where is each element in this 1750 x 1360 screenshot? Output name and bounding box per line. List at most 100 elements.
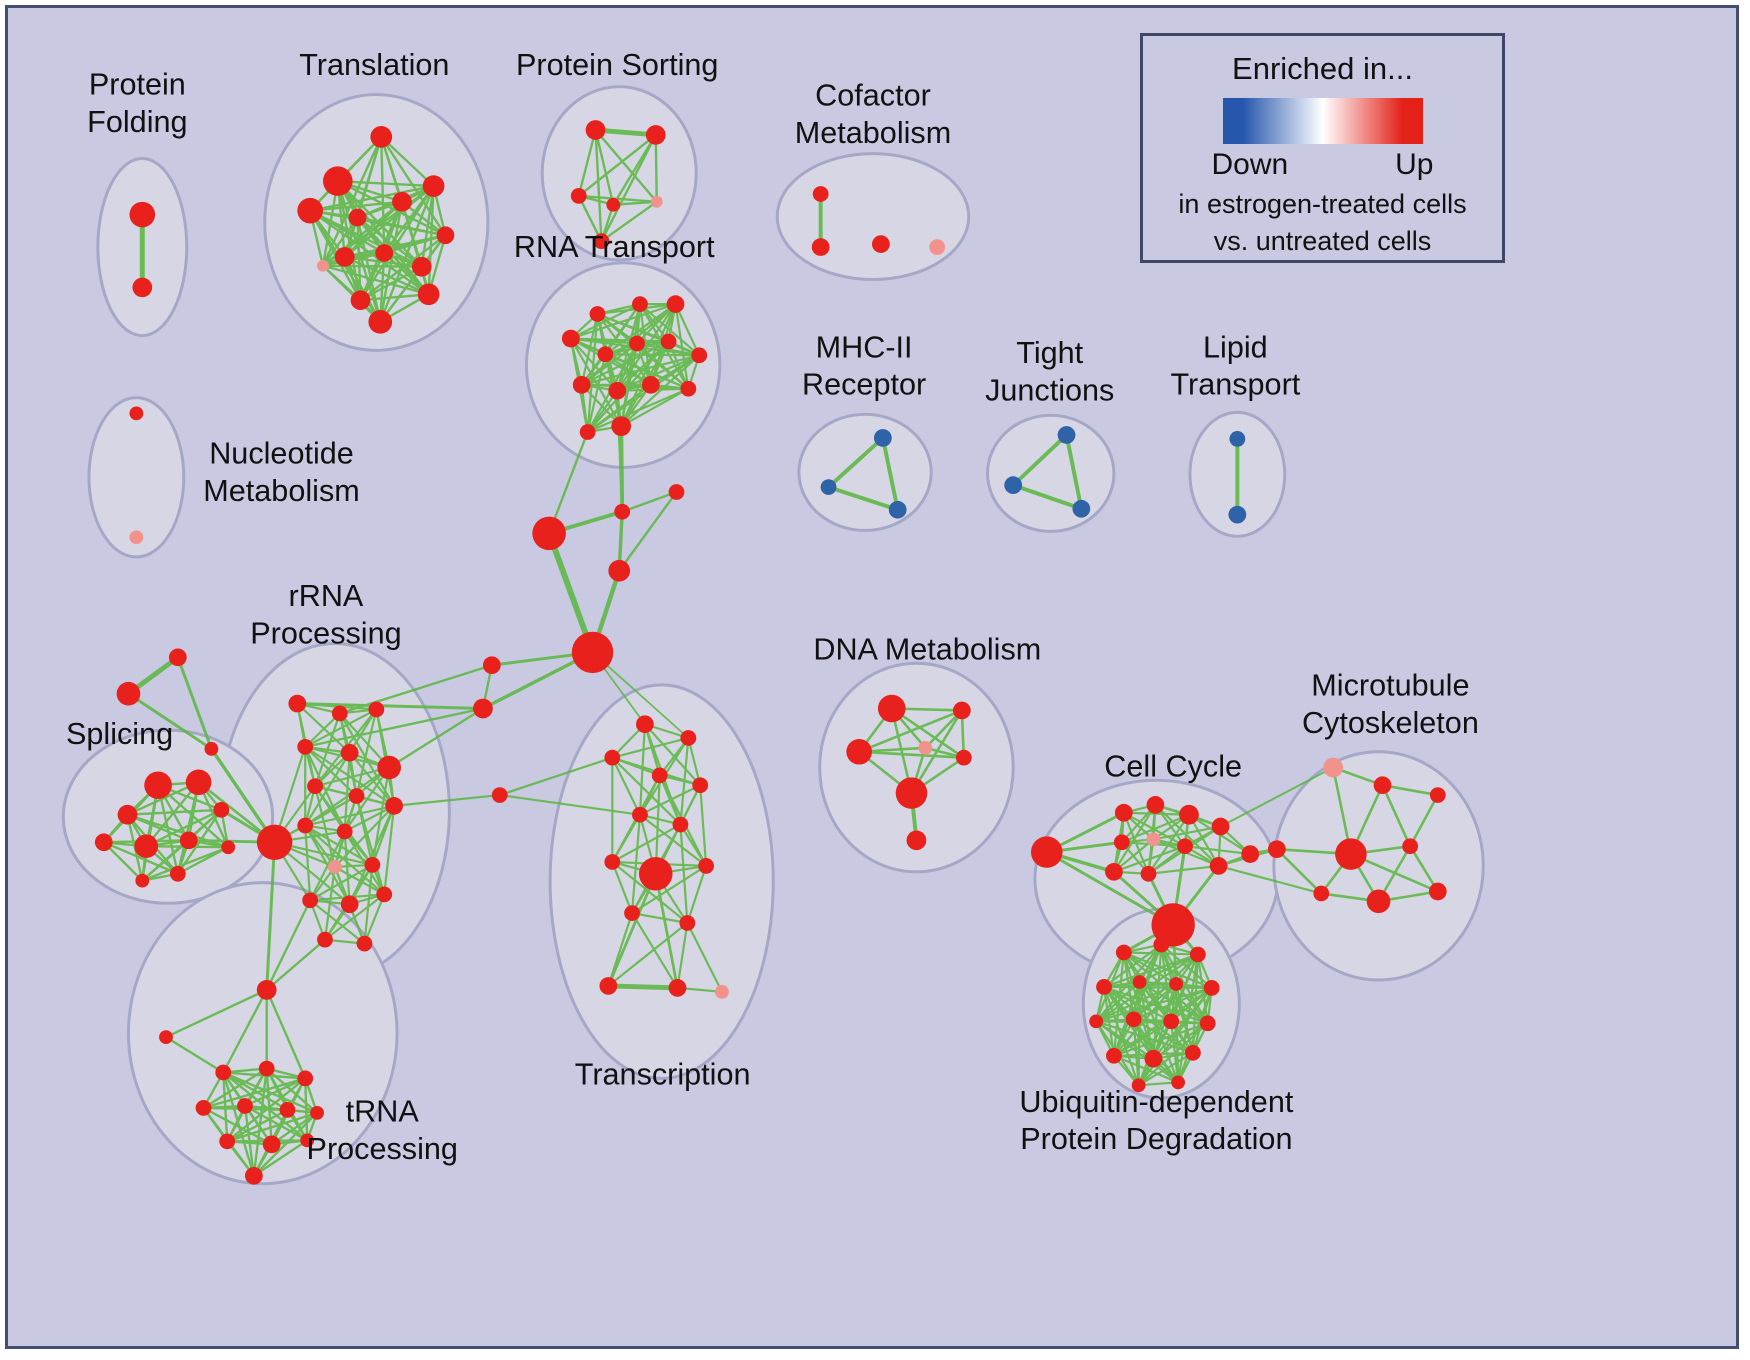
network-edge [1147, 864, 1220, 875]
network-edge [336, 179, 435, 188]
network-edge [687, 736, 702, 787]
network-edge [333, 865, 386, 896]
network-edge [826, 485, 900, 512]
network-edge [379, 184, 435, 324]
network-node-tx14 [714, 984, 729, 999]
network-node-tn4 [258, 1060, 275, 1077]
network-node-rt12 [680, 380, 697, 397]
network-edge [1138, 953, 1199, 984]
network-node-tn7 [237, 1098, 253, 1114]
network-edge [674, 303, 701, 357]
network-edge [265, 899, 312, 992]
network-node-cc13 [1151, 903, 1195, 947]
network-edge [580, 340, 670, 386]
network-node-ub4 [1096, 979, 1112, 995]
network-edge [304, 708, 378, 748]
network-edge [586, 387, 690, 434]
network-node-rr3 [368, 701, 385, 718]
network-node-tn10 [219, 1133, 236, 1150]
network-edge [295, 702, 485, 710]
network-node-dn4 [918, 740, 933, 755]
network-node-st3 [204, 741, 219, 756]
network-node-cn2 [614, 503, 631, 520]
legend-updown-row: Down Up [1212, 148, 1434, 182]
cluster-ellipse-cofactor-metabolism [775, 152, 971, 282]
network-node-ub6 [1169, 977, 1184, 991]
network-edge [1132, 1018, 1140, 1087]
network-node-tr14 [368, 310, 393, 334]
network-edge [202, 1077, 307, 1110]
cluster-ellipse-trna-processing [126, 881, 399, 1186]
cluster-label: Transcription [575, 1057, 751, 1091]
legend-subtitle-line2: vs. untreated cells [1213, 226, 1432, 256]
network-edge [611, 756, 642, 816]
network-edge [321, 264, 430, 296]
network-node-ub3 [1189, 946, 1206, 963]
network-node-cf2 [811, 238, 830, 256]
network-edge [593, 127, 659, 138]
network-node-tn8 [279, 1102, 296, 1118]
network-edge [145, 781, 200, 848]
network-edge [265, 988, 307, 1080]
network-edge [209, 747, 277, 845]
network-edge [126, 808, 223, 816]
network-edge [1187, 813, 1220, 867]
network-edge [654, 872, 679, 990]
network-node-cn8 [491, 787, 508, 803]
network-edge [1112, 1020, 1173, 1057]
network-node-tx9 [698, 858, 715, 874]
network-node-cc8 [1177, 838, 1193, 855]
network-node-tr9 [375, 244, 394, 262]
network-edge [380, 135, 435, 188]
cluster-label: Protein [89, 68, 186, 102]
network-edge [1217, 864, 1323, 895]
network-edge [252, 1067, 268, 1177]
network-node-ub1 [1115, 944, 1132, 961]
network-node-tx8 [604, 854, 621, 870]
network-edge [498, 793, 642, 816]
network-edge [321, 264, 423, 268]
network-node-rr5 [340, 743, 359, 762]
network-node-ub15 [1131, 1078, 1146, 1093]
network-edge [304, 824, 312, 902]
network-node-sp6 [179, 831, 198, 850]
network-node-tn5 [297, 1070, 314, 1087]
network-edge [343, 804, 396, 833]
network-edge [604, 303, 677, 356]
network-node-lp1 [1229, 431, 1246, 447]
network-node-rt4 [666, 295, 685, 313]
network-node-cc7 [1146, 832, 1161, 847]
network-node-tx7 [672, 816, 689, 833]
network-node-tr6 [422, 175, 445, 197]
network-node-mt2 [1373, 776, 1392, 795]
network-node-ps6 [593, 233, 610, 250]
network-edge [630, 912, 689, 925]
network-node-tn1 [256, 980, 277, 1000]
network-node-rt8 [691, 347, 708, 364]
network-edge [164, 1035, 225, 1074]
network-node-rt7 [660, 333, 677, 350]
network-edge [1137, 1051, 1195, 1087]
network-edge [1011, 433, 1069, 488]
network-edge [857, 709, 964, 754]
network-edge [569, 303, 677, 340]
network-edge [252, 1111, 319, 1177]
network-edge [252, 1139, 309, 1177]
network-edge [343, 255, 430, 296]
network-node-rt6 [629, 335, 645, 352]
network-edge [607, 921, 689, 988]
network-edge [1095, 986, 1213, 1023]
network-edge [580, 354, 701, 386]
network-edge [826, 435, 885, 490]
network-edge [612, 200, 658, 206]
network-edge [1112, 803, 1157, 873]
network-node-dn1 [877, 694, 906, 723]
network-edge [638, 784, 702, 816]
cluster-label: Receptor [802, 368, 926, 402]
network-node-tn2 [159, 1030, 173, 1044]
network-edge [611, 813, 642, 864]
network-node-rt14 [579, 424, 596, 440]
network-edge [321, 216, 359, 267]
network-edge [580, 342, 639, 386]
cluster-label: Metabolism [203, 474, 359, 508]
